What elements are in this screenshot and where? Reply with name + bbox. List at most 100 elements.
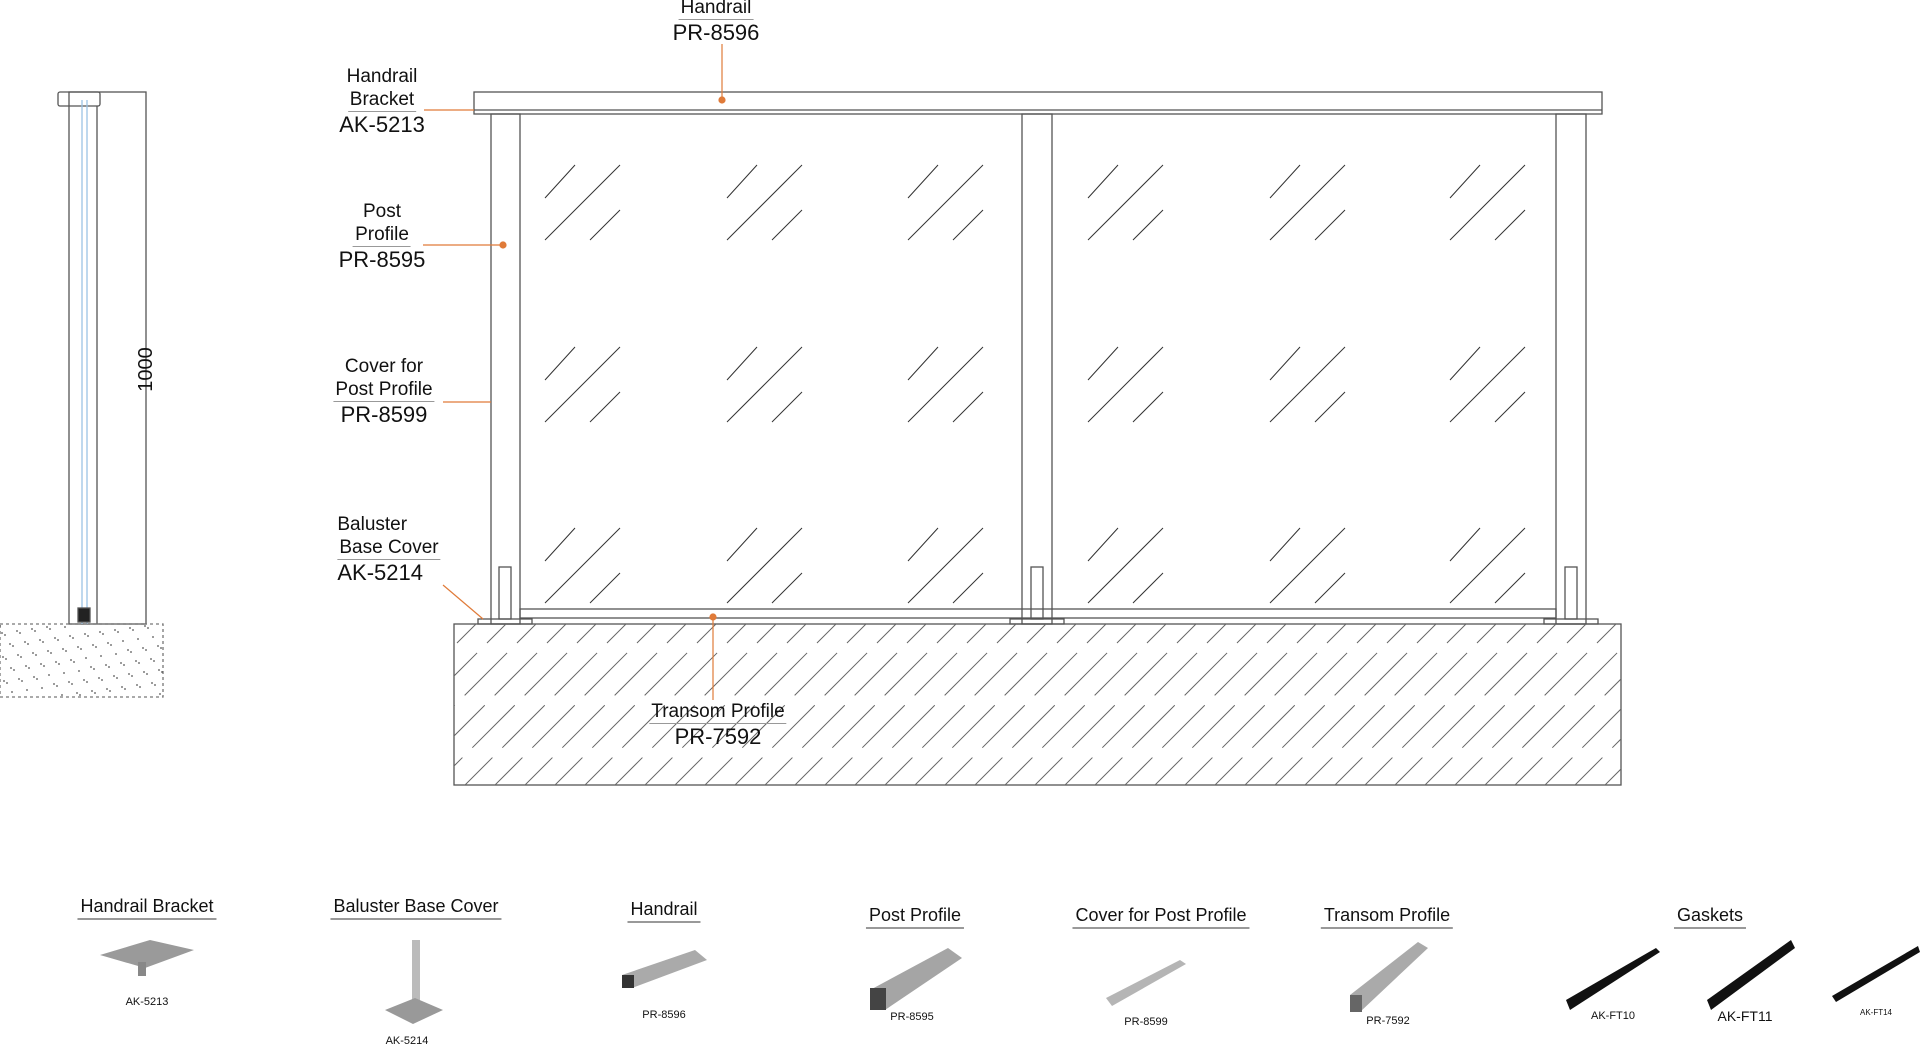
- glass-mark: [1449, 527, 1481, 562]
- speckle: [39, 639, 41, 641]
- hatch-line: [464, 624, 627, 785]
- speckle: [146, 673, 148, 675]
- speckle: [152, 636, 154, 638]
- callout-code: PR-8599: [340, 402, 428, 427]
- glass-mark: [771, 391, 803, 423]
- hatch-line: [1394, 624, 1557, 785]
- hatch-line: [1484, 648, 1621, 785]
- hatch-line: [614, 624, 777, 785]
- callout-transom-profile: Transom Profile PR-7592: [649, 700, 787, 750]
- hatch-line: [824, 624, 987, 785]
- glass-mark: [1494, 209, 1526, 241]
- glass-mark: [1494, 572, 1526, 604]
- glass-mark: [1087, 346, 1119, 381]
- speckle: [145, 649, 147, 651]
- speckle: [50, 652, 52, 654]
- callout-handrail-bracket: Handrail Bracket AK-5213: [339, 65, 425, 138]
- part-title: Cover for Post Profile: [1072, 905, 1250, 929]
- speckle: [108, 666, 110, 668]
- speckle: [71, 683, 73, 685]
- speckle: [5, 658, 7, 660]
- speckle: [116, 677, 118, 679]
- part-title: Baluster Base Cover: [330, 896, 502, 920]
- speckle: [49, 628, 51, 630]
- speckle: [92, 644, 94, 646]
- part-handrail: Handrail: [627, 899, 701, 923]
- glass-mark: [952, 391, 984, 423]
- speckle: [69, 635, 71, 637]
- speckle: [31, 628, 33, 630]
- glass-mark: [907, 164, 984, 241]
- speckle: [93, 668, 95, 670]
- speckle: [63, 672, 65, 674]
- speckle: [79, 694, 81, 696]
- hatch-line: [764, 624, 927, 785]
- callout-code: PR-8595: [338, 247, 426, 272]
- glass-mark: [544, 346, 576, 381]
- speckle: [85, 657, 87, 659]
- speckle: [98, 677, 100, 679]
- hatch-line: [1680, 610, 1870, 800]
- callout-code: AK-5214: [337, 560, 423, 585]
- speckle: [143, 671, 145, 673]
- glass-mark: [544, 527, 621, 604]
- speckle: [12, 645, 14, 647]
- callout-name: Post: [362, 201, 402, 222]
- speckle: [24, 641, 26, 643]
- speckle: [87, 635, 89, 637]
- glass-mark: [726, 346, 803, 423]
- glass-mark: [544, 527, 576, 562]
- hatch-line: [914, 624, 1077, 785]
- handrail-image: [622, 950, 707, 988]
- speckle: [124, 688, 126, 690]
- speckle: [106, 688, 108, 690]
- speckle: [99, 631, 101, 633]
- hatch-line: [1034, 624, 1197, 785]
- glass-mark: [1087, 164, 1164, 241]
- speckle: [10, 667, 12, 669]
- speckle: [20, 656, 22, 658]
- glass-mark: [1269, 164, 1346, 241]
- part-code: PR-8595: [890, 1011, 934, 1023]
- speckle: [101, 679, 103, 681]
- speckle: [113, 675, 115, 677]
- hatch-line: [1304, 624, 1467, 785]
- hatch-line: [454, 624, 537, 707]
- part-code: AK-FT11: [1717, 1008, 1773, 1024]
- speckle: [18, 678, 20, 680]
- speckle: [86, 681, 88, 683]
- speckle: [53, 683, 55, 685]
- speckle: [114, 629, 116, 631]
- speckle: [137, 638, 139, 640]
- speckle: [94, 692, 96, 694]
- hatch-line: [1094, 624, 1257, 785]
- hatch-line: [1154, 624, 1317, 785]
- callout-name: Cover for: [344, 356, 424, 377]
- concrete-base: [453, 623, 1622, 786]
- speckle: [110, 644, 112, 646]
- part-title: Post Profile: [865, 905, 965, 929]
- part-title: Handrail: [627, 899, 701, 923]
- speckle: [1, 632, 3, 634]
- speckle: [26, 689, 28, 691]
- glass-mark: [1449, 527, 1526, 604]
- glass-mark: [544, 164, 576, 199]
- speckle: [27, 643, 29, 645]
- glass-mark: [1269, 346, 1346, 423]
- callout-name: Profile: [353, 224, 411, 247]
- speckle: [77, 646, 79, 648]
- part-title: Handrail Bracket: [77, 896, 217, 920]
- speckle: [6, 682, 8, 684]
- glass-mark: [726, 527, 803, 604]
- glass-mark: [1087, 164, 1119, 199]
- speckle: [91, 690, 93, 692]
- glass-mark: [1269, 346, 1301, 381]
- hatch-line: [1214, 624, 1377, 785]
- glass-mark: [907, 346, 984, 423]
- speckle: [102, 633, 104, 635]
- speckle: [34, 630, 36, 632]
- speckle: [136, 684, 138, 686]
- speckle: [158, 669, 160, 671]
- concrete-speckles: [0, 625, 163, 696]
- speckle: [46, 626, 48, 628]
